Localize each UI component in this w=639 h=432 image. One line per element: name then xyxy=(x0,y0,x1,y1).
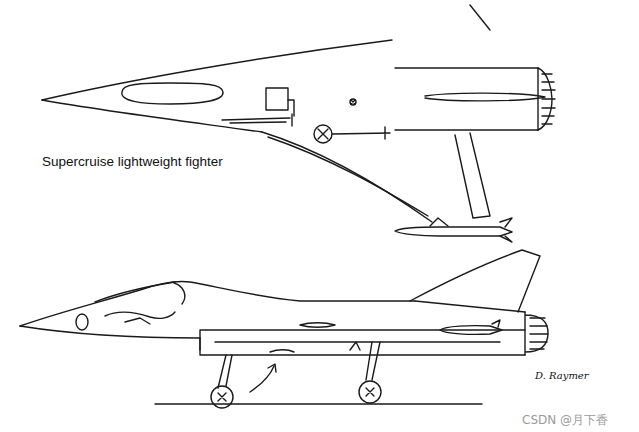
top-view xyxy=(42,5,555,242)
signature: D. Raymer xyxy=(535,370,589,381)
figure-caption: Supercruise lightweight fighter xyxy=(42,154,223,169)
watermark: CSDN @月下香 xyxy=(522,412,608,429)
side-view xyxy=(20,250,548,408)
